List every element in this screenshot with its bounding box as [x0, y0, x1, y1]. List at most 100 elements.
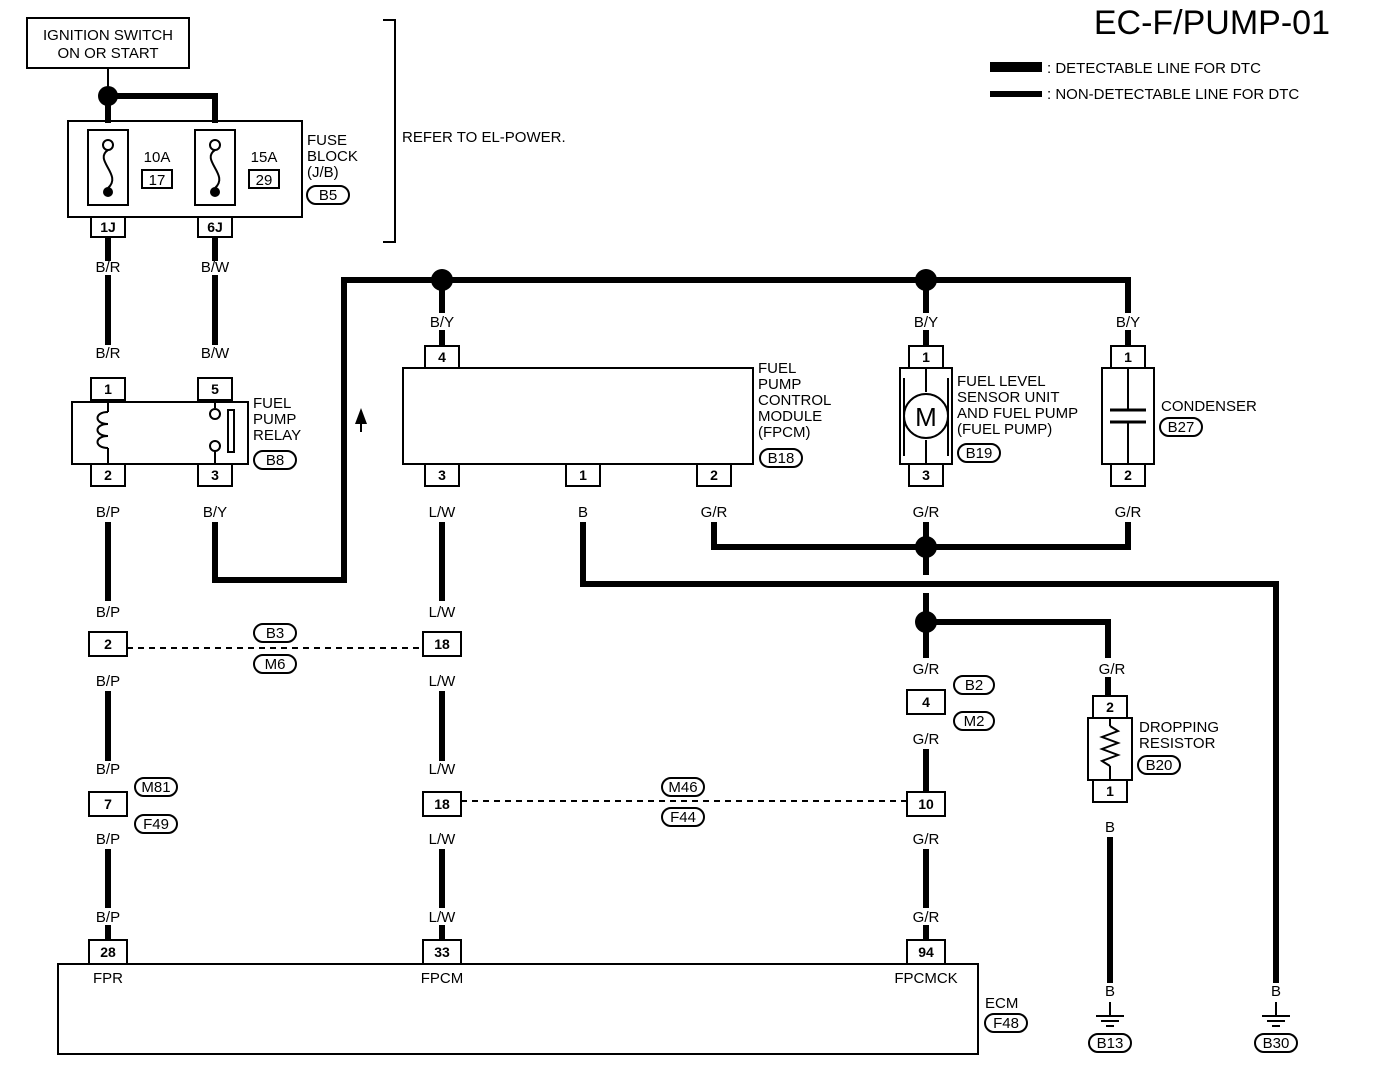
wire-color-by-pump: B/Y: [914, 314, 938, 331]
wire-color-bp-1: B/P: [96, 504, 120, 521]
connector-b2: B2: [965, 677, 983, 694]
connector-m81: M81: [141, 779, 170, 796]
wire-color-bw-1: B/W: [201, 259, 230, 276]
current-arrow-icon: [355, 408, 367, 424]
capacitor-icon: [1110, 368, 1146, 464]
wire-color-gr-1: G/R: [913, 661, 940, 678]
pump-label-2: SENSOR UNIT: [957, 389, 1060, 406]
ground-b30-icon: [1262, 1015, 1290, 1027]
condenser-label: CONDENSER: [1161, 398, 1257, 415]
pump-connector: B19: [966, 445, 993, 462]
fpcm-label-4: MODULE: [758, 408, 822, 425]
fuse-10a-icon: [102, 139, 114, 197]
wire-color-b-ground-1: B: [1105, 983, 1115, 1000]
wire-color-b-ground-2: B: [1271, 983, 1281, 1000]
legend-non-detectable-line-icon: [990, 91, 1042, 97]
wire-color-lw-5: L/W: [429, 831, 457, 848]
ground-b13-icon: [1096, 1015, 1124, 1027]
pump-pin-3: 3: [922, 467, 930, 483]
ecm-terminal-94: 94: [918, 944, 934, 960]
wire-color-bp-6: B/P: [96, 909, 120, 926]
condenser-pin-2: 2: [1124, 467, 1132, 483]
fuse-terminal-6j: 6J: [207, 219, 223, 235]
wire-color-b-fpcm: B: [578, 504, 588, 521]
wire-color-gr-4: G/R: [913, 909, 940, 926]
ground-b30-connector: B30: [1263, 1035, 1290, 1052]
relay-pin-2: 2: [104, 467, 112, 483]
fpcm-label-5: (FPCM): [758, 424, 811, 441]
ignition-switch-label-1: IGNITION SWITCH: [43, 27, 173, 44]
fuse-terminal-1j: 1J: [100, 219, 116, 235]
fpcm-pin-2: 2: [710, 467, 718, 483]
condenser-connector: B27: [1168, 419, 1195, 436]
pump-label-3: AND FUEL PUMP: [957, 405, 1078, 422]
wire-color-bp-3: B/P: [96, 673, 120, 690]
pump-pin-1: 1: [922, 349, 930, 365]
fuse-2-number: 29: [256, 172, 273, 189]
legend-detectable-label: : DETECTABLE LINE FOR DTC: [1047, 60, 1261, 77]
wire-color-gr-3: G/R: [913, 831, 940, 848]
fuse-2-amps: 15A: [251, 149, 278, 166]
wire-color-br-2: B/R: [95, 345, 120, 362]
fpcm-pin-4: 4: [438, 349, 446, 365]
wire-color-lw-1: L/W: [429, 504, 457, 521]
wire-color-bp-4: B/P: [96, 761, 120, 778]
joint-pin-4: 4: [922, 694, 930, 710]
resistor-label-2: RESISTOR: [1139, 735, 1216, 752]
condenser-pin-1: 1: [1124, 349, 1132, 365]
relay-pin-3: 3: [211, 467, 219, 483]
relay-connector: B8: [266, 452, 284, 469]
fuse-block-label-2: BLOCK: [307, 148, 358, 165]
joint-pin-10: 10: [918, 796, 934, 812]
ground-b13-connector: B13: [1097, 1035, 1124, 1052]
relay-coil-icon: [96, 402, 109, 464]
fuse-block-label-3: (J/B): [307, 164, 339, 181]
fuse-block-label-1: FUSE: [307, 132, 347, 149]
ecm-connector: F48: [993, 1015, 1019, 1032]
relay-label-1: FUEL: [253, 395, 291, 412]
relay-pin-5: 5: [211, 381, 219, 397]
connector-b3: B3: [266, 625, 284, 642]
relay-switch-icon: [209, 402, 235, 464]
connector-f49: F49: [143, 816, 169, 833]
wire-color-bp-5: B/P: [96, 831, 120, 848]
ecm-terminal-fpr-label: FPR: [93, 970, 123, 987]
wire-color-lw-6: L/W: [429, 909, 457, 926]
fpcm-pin-3: 3: [438, 467, 446, 483]
resistor-pin-1: 1: [1106, 783, 1114, 799]
relay-label-3: RELAY: [253, 427, 301, 444]
fpcm-label-1: FUEL: [758, 360, 796, 377]
wire-color-by-condenser: B/Y: [1116, 314, 1140, 331]
connector-m46: M46: [668, 779, 697, 796]
motor-symbol: M: [915, 402, 937, 432]
refer-note: REFER TO EL-POWER.: [402, 129, 566, 146]
resistor-label-1: DROPPING: [1139, 719, 1219, 736]
wire-color-gr-resistor: G/R: [1099, 661, 1126, 678]
connector-m2: M2: [964, 713, 985, 730]
joint-pin-2: 2: [104, 636, 112, 652]
pump-label-4: (FUEL PUMP): [957, 421, 1052, 438]
fpcm-label-3: CONTROL: [758, 392, 831, 409]
resistor-pin-2: 2: [1106, 699, 1114, 715]
fuel-pump-relay-box: [71, 401, 249, 465]
ecm-terminal-28: 28: [100, 944, 116, 960]
pump-label-1: FUEL LEVEL: [957, 373, 1046, 390]
fpcm-connector: B18: [768, 450, 795, 467]
ecm-box: [57, 963, 979, 1055]
fuse-15a-icon: [209, 139, 221, 197]
fuse-block-box: [67, 120, 303, 218]
wire-color-gr-condenser: G/R: [1115, 504, 1142, 521]
fpcm-box: [402, 367, 754, 465]
connector-m6: M6: [265, 656, 286, 673]
joint-pin-7: 7: [104, 796, 112, 812]
ecm-terminal-33: 33: [434, 944, 450, 960]
wire-color-b-resistor: B: [1105, 819, 1115, 836]
legend-non-detectable-label: : NON-DETECTABLE LINE FOR DTC: [1047, 86, 1299, 103]
ecm-terminal-fpcm-label: FPCM: [421, 970, 464, 987]
legend-detectable-line-icon: [990, 62, 1042, 72]
fuse-1-number: 17: [149, 172, 166, 189]
ecm-terminal-fpcmck-label: FPCMCK: [894, 970, 957, 987]
wire-color-bp-2: B/P: [96, 604, 120, 621]
motor-icon: [903, 393, 949, 439]
wire-color-by-relay: B/Y: [203, 504, 227, 521]
